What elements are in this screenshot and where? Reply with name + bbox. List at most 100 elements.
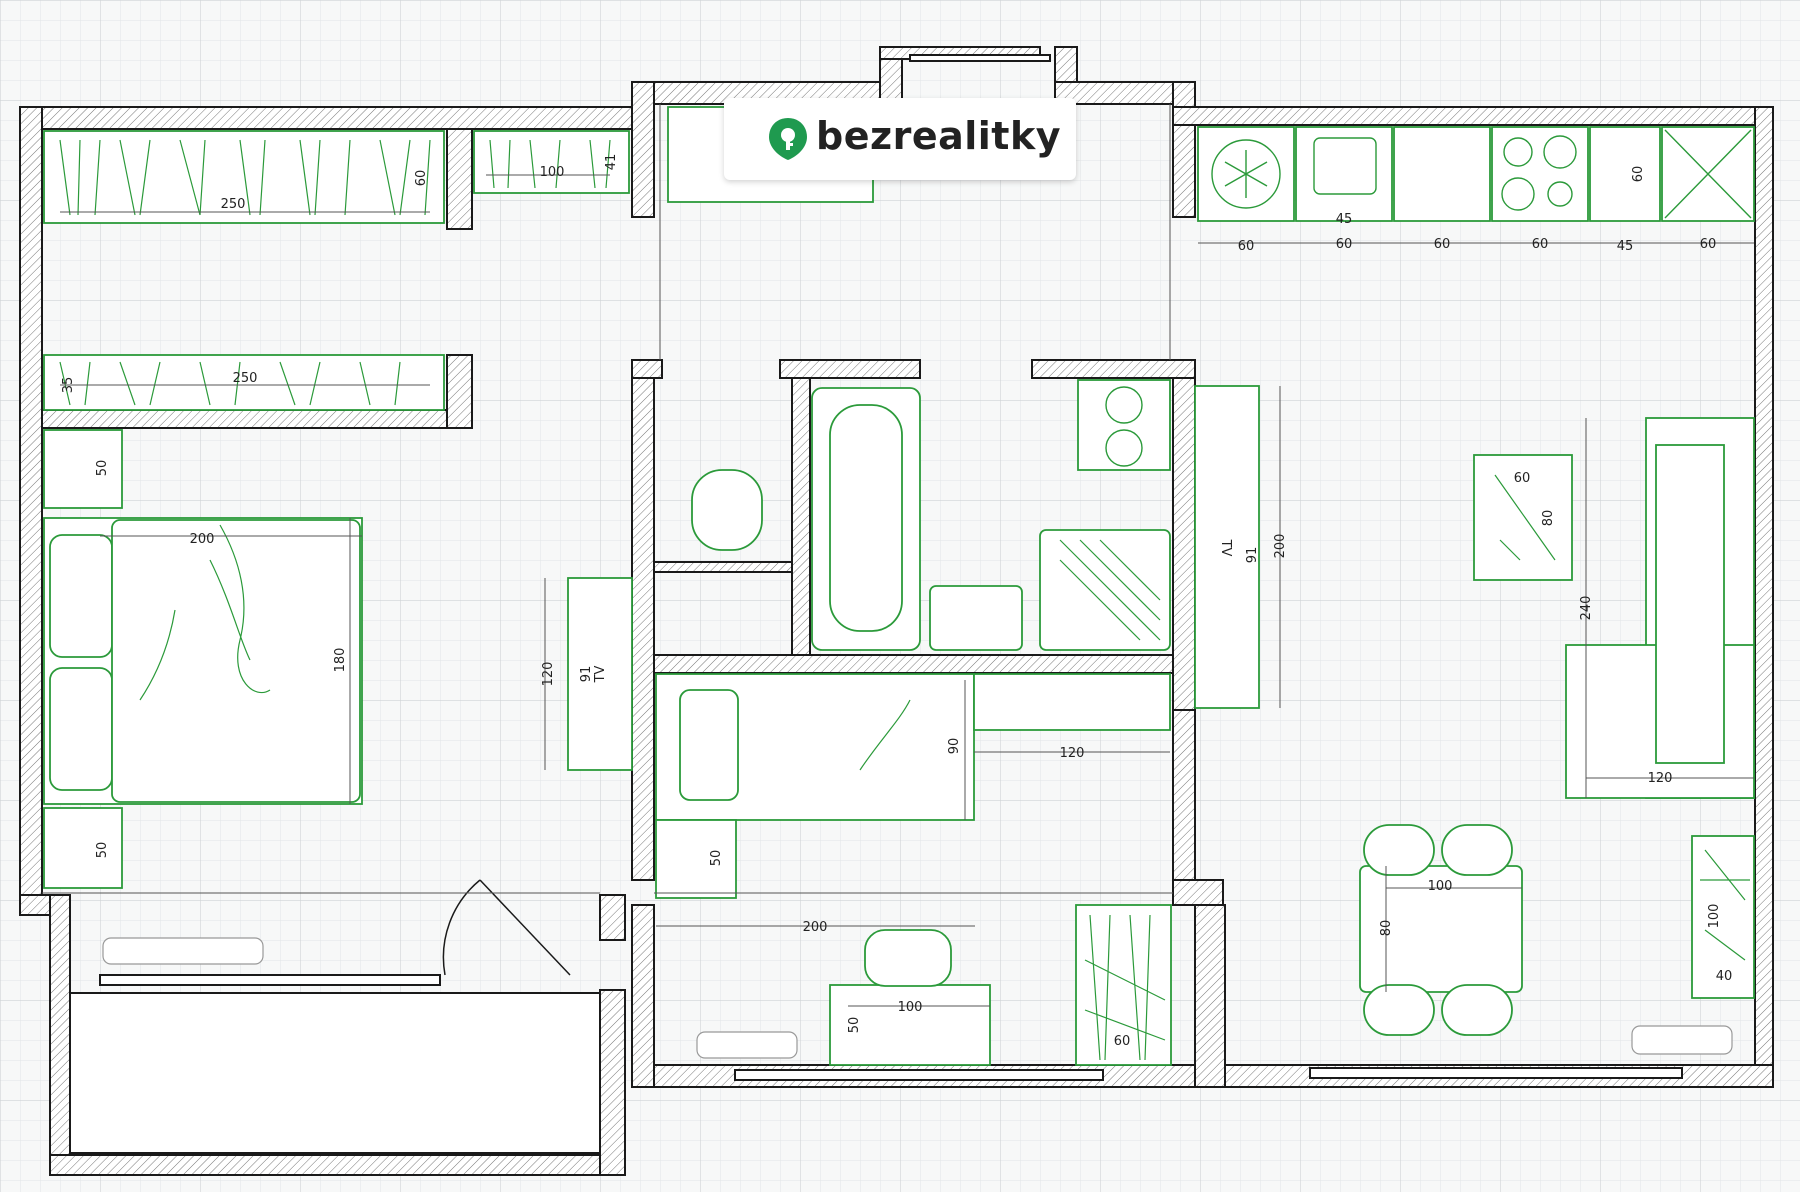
wall: [19, 106, 43, 916]
wall: [779, 359, 921, 379]
toilet: [691, 469, 763, 551]
dim-living-wall-length: 200: [1273, 534, 1288, 559]
nightstand-top: [43, 429, 123, 509]
wall: [1172, 359, 1196, 711]
hall-shelf: [473, 130, 630, 194]
radiators: [102, 937, 1733, 1059]
wall: [49, 1154, 626, 1176]
sink-bowl: [1313, 137, 1377, 195]
window: [1309, 1067, 1683, 1079]
dim-kitchen-unit-3: 60: [1434, 237, 1451, 252]
dim-kitchen-unit-6: 60: [1700, 237, 1717, 252]
washbasin: [929, 585, 1023, 651]
tv-living-label: TV: [1218, 539, 1233, 557]
tv-unit-bedroom: [567, 577, 633, 771]
bathtub-basin: [829, 404, 903, 632]
radiator: [696, 1031, 798, 1059]
wall: [1172, 709, 1196, 881]
bed-pillow: [49, 534, 113, 658]
windows: [99, 54, 1683, 1081]
dim-living-shelf-depth: 40: [1716, 969, 1733, 984]
sofa-seat: [1655, 444, 1725, 764]
hob-ring-icon: [1503, 137, 1533, 167]
dim-kitchen-unit-5: 45: [1617, 239, 1634, 254]
furniture: [43, 106, 1755, 1066]
dim-sofa-depth: 120: [1648, 771, 1673, 786]
dim-sink-depth: 45: [1336, 212, 1353, 227]
brand-logo-card: bezrealitky: [724, 98, 1076, 180]
radiator: [1631, 1025, 1733, 1055]
dim-wardrobe-bottom-depth: 35: [61, 377, 76, 394]
window: [99, 974, 441, 986]
dim-living-shelf-length: 100: [1707, 904, 1722, 929]
dim-nightstand-bottom: 50: [95, 842, 110, 859]
wall: [631, 81, 655, 218]
dining-chair: [1363, 824, 1435, 876]
wall: [1172, 81, 1196, 218]
washer: [1077, 379, 1171, 471]
dim-kids-nightstand: 50: [709, 850, 724, 867]
wall: [1754, 106, 1774, 1088]
location-pin-icon: [769, 118, 807, 160]
kids-wardrobe: [1075, 904, 1172, 1066]
balcony-door: [442, 879, 571, 976]
wall: [49, 894, 71, 1176]
window: [909, 54, 1051, 62]
radiator: [102, 937, 264, 965]
wall: [653, 654, 1174, 674]
living-shelf: [1691, 835, 1755, 999]
wall: [1172, 879, 1224, 906]
wall: [631, 359, 663, 379]
dim-coffee-table-length: 60: [1514, 471, 1531, 486]
kitchen-unit-fridge: [1197, 126, 1295, 222]
hob-ring-icon: [1501, 177, 1535, 211]
dim-kids-wardrobe-depth: 60: [1114, 1034, 1131, 1049]
walls: [19, 46, 1774, 1176]
wall: [19, 106, 633, 130]
dining-chair: [1363, 984, 1435, 1036]
wardrobe-bottom: [43, 354, 445, 411]
dim-double-bed-length: 200: [190, 532, 215, 547]
dim-coffee-table-width: 80: [1541, 510, 1556, 527]
dim-wardrobe-bottom-length: 250: [233, 371, 258, 386]
wall: [653, 561, 793, 573]
dim-dining-table-length: 100: [1428, 879, 1453, 894]
dim-desk-depth: 50: [847, 1017, 862, 1034]
furniture-details: [59, 139, 1750, 1061]
brand-name: bezrealitky: [816, 114, 1062, 158]
wall: [41, 409, 473, 429]
dim-nightstand-top: 50: [95, 460, 110, 477]
dimension-lines: [60, 174, 1754, 1007]
kitchen-unit-cabinet: [1589, 126, 1661, 222]
dim-desk-shelf-length: 120: [1060, 746, 1085, 761]
nightstand-bottom: [43, 807, 123, 889]
dim-kitchen-unit-1: 60: [1238, 239, 1255, 254]
dim-tv-living-width: 91: [1245, 547, 1260, 564]
dim-tv-bedroom-width: 91: [579, 666, 594, 683]
single-bed-pillow: [679, 689, 739, 801]
wall: [599, 894, 626, 941]
kitchen-unit-dishwasher: [1393, 126, 1491, 222]
wall: [1031, 359, 1196, 379]
coffee-table: [1473, 454, 1573, 581]
wall: [631, 359, 655, 881]
dining-table: [1359, 865, 1523, 993]
dim-single-bed-width: 90: [947, 738, 962, 755]
dim-tv-unit-bedroom-length: 120: [541, 662, 556, 687]
kitchen-unit-sink: [1295, 126, 1393, 222]
kitchen-unit-hob: [1491, 126, 1589, 222]
kids-nightstand: [655, 819, 737, 899]
wardrobe-top: [43, 130, 445, 224]
dim-hall-shelf-depth: 41: [604, 154, 619, 171]
dim-kitchen-unit-4: 60: [1532, 237, 1549, 252]
desk-chair: [864, 929, 952, 987]
balcony: [69, 992, 601, 1154]
window: [734, 1069, 1104, 1081]
tv-bedroom-label: TV: [593, 665, 608, 683]
dim-wardrobe-top-depth: 60: [414, 170, 429, 187]
appliance-icons: [1105, 129, 1752, 467]
bed-pillow: [49, 667, 113, 791]
wall: [1194, 904, 1226, 1088]
room-outlines: [42, 104, 1173, 894]
